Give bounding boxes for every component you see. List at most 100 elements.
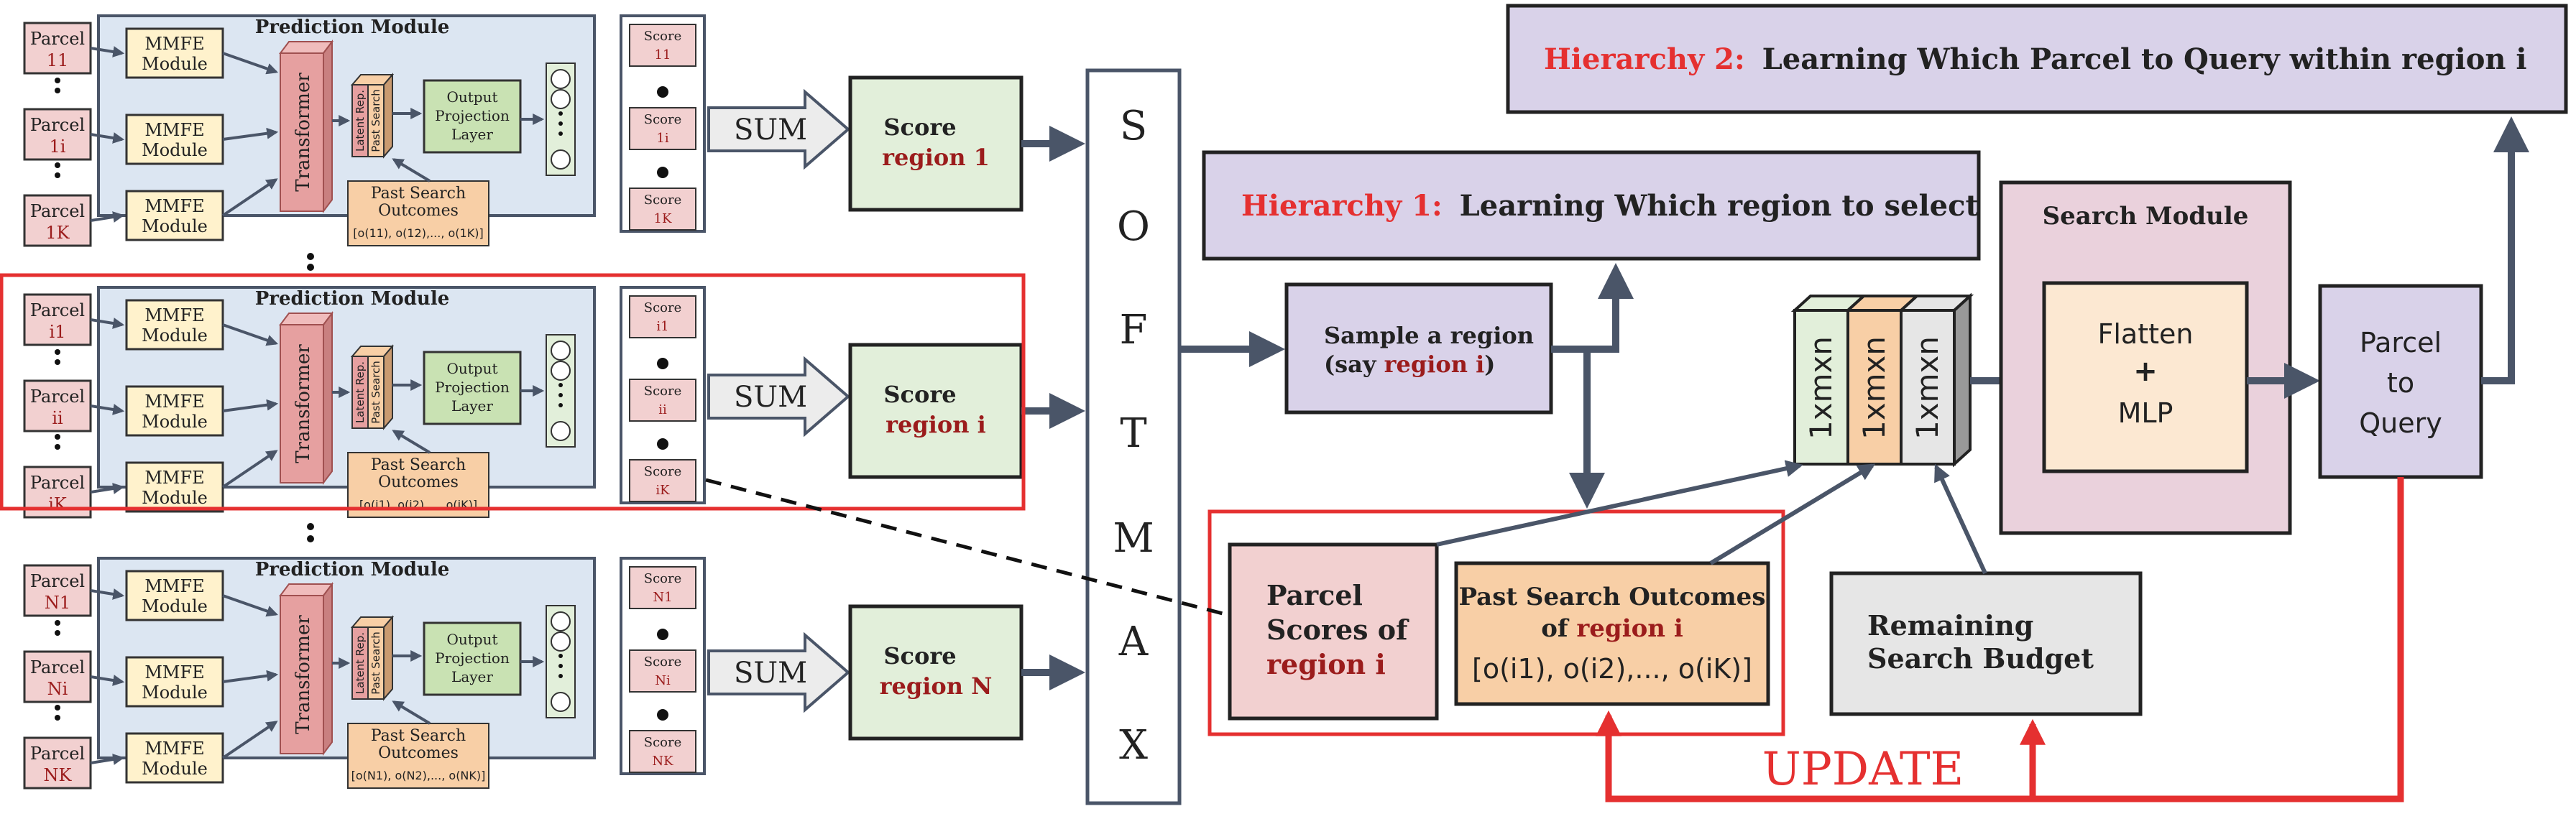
mmfe-label-line1: MMFE xyxy=(144,576,204,596)
hierarchy-1-prefix: Hierarchy 1: xyxy=(1241,189,1443,223)
past-outcomes-small-formula: [o(11), o(12),..., o(1K)] xyxy=(353,226,483,240)
remaining-budget-line1: Remaining xyxy=(1867,609,2033,642)
arrow-mmfe-to-transformer xyxy=(222,323,279,346)
score-box xyxy=(629,24,696,67)
past-outcomes-small-formula: [o(N1), o(N2),..., o(NK)] xyxy=(351,769,486,782)
transformer-side xyxy=(323,582,333,756)
latent-rep-label: Latent Rep. xyxy=(354,90,367,152)
output-neuron xyxy=(551,692,571,712)
mmfe-label-line1: MMFE xyxy=(144,662,204,682)
region-score-box xyxy=(848,604,1024,741)
past-outcomes-small-box xyxy=(347,180,489,246)
sample-region-line1: Sample a region xyxy=(1324,322,1534,349)
transformer-block xyxy=(280,595,324,754)
past-outcomes-small-line1: Past Search xyxy=(371,727,466,745)
prediction-module-group: Prediction ModuleParceli1ParceliiParceli… xyxy=(23,286,1085,519)
output-neuron xyxy=(551,421,571,441)
mmfe-label-line2: Module xyxy=(142,325,208,346)
search-module-box: Search Module Flatten + MLP xyxy=(1999,180,2292,535)
prediction-module-title: Prediction Module xyxy=(255,288,450,310)
past-outcomes-small-box xyxy=(347,723,489,789)
transformer-side xyxy=(323,311,333,485)
arrow-parcel-to-mmfe xyxy=(90,754,125,765)
score-index: i1 xyxy=(656,319,668,334)
score-box xyxy=(629,379,696,422)
parcel-ellipsis-dot xyxy=(55,359,60,365)
neuron-ellipsis-dot xyxy=(558,664,563,668)
cube-label-2: 1xmxn xyxy=(1857,336,1892,440)
parcel-label: Parcel xyxy=(30,387,85,407)
past-outcomes-small-box xyxy=(347,452,489,518)
arrow-outcomes-to-slab xyxy=(392,430,431,454)
past-search-label: Past Search xyxy=(369,89,382,152)
region-score-name: region 1 xyxy=(882,144,990,171)
score-label: Score xyxy=(644,464,682,479)
parcel-box xyxy=(23,736,92,790)
parcel-index: Ni xyxy=(47,679,68,699)
score-index: ii xyxy=(658,402,667,417)
parcel-label: Parcel xyxy=(30,115,85,135)
latent-slab-side xyxy=(383,73,393,159)
arrow-mmfe-to-transformer xyxy=(221,721,278,759)
neuron-ellipsis-dot xyxy=(558,393,563,397)
arrow-parcel-to-mmfe xyxy=(90,588,125,600)
remaining-budget-line2: Search Budget xyxy=(1867,642,2094,675)
past-outcomes-small-line1: Past Search xyxy=(371,456,466,474)
softmax-letter: M xyxy=(1113,515,1154,562)
score-box xyxy=(629,566,696,609)
sum-arrow xyxy=(707,631,851,713)
past-outcomes-small-line1: Past Search xyxy=(371,185,466,203)
score-box xyxy=(629,295,696,338)
arrow-mmfe-to-transformer xyxy=(222,52,279,75)
output-label-line3: Layer xyxy=(451,126,493,143)
region-score-box xyxy=(848,75,1024,212)
arrow-mmfe-to-transformer xyxy=(222,670,279,683)
score-box xyxy=(629,649,696,693)
sample-region-line2-region: region i xyxy=(1384,351,1485,378)
parcel-ellipsis-dot xyxy=(55,620,60,626)
search-module-line3: MLP xyxy=(2118,397,2174,429)
svg-text:Hierarchy 2: Learning Wh: Hierarchy 2: Learning Which Parcel to Qu… xyxy=(1544,42,2527,76)
cube-label-1: 1xmxn xyxy=(1803,336,1839,440)
dashed-link-scores xyxy=(705,478,1229,617)
parcel-to-query-box: Parcel to Query xyxy=(2318,284,2483,479)
parcel-scores-line2: Scores of xyxy=(1266,614,1409,646)
latent-rep-label: Latent Rep. xyxy=(354,632,367,694)
score-ellipsis-dot xyxy=(657,86,668,98)
past-outcomes-small-line2: Outcomes xyxy=(378,202,459,220)
cube-label-3: 1xmxn xyxy=(1910,336,1945,440)
softmax-letter: S xyxy=(1120,103,1147,149)
parcel-index: i1 xyxy=(50,322,66,342)
sample-region-line2-prefix: (say xyxy=(1324,351,1384,378)
parcel-label: Parcel xyxy=(30,201,85,221)
parcel-box xyxy=(23,108,92,161)
feature-cube: 1xmxn 1xmxn 1xmxn xyxy=(1790,292,1974,468)
parcel-label: Parcel xyxy=(30,473,85,493)
region-score-word: Score xyxy=(883,114,956,141)
mmfe-module xyxy=(125,570,224,621)
arrow-sample-to-hierarchy1 xyxy=(1551,263,1634,353)
score-ellipsis-dot xyxy=(657,358,668,369)
arrow-outcomes-to-slab xyxy=(392,158,431,182)
prediction-module-group: Prediction ModuleParcel11Parcel1iParcel1… xyxy=(23,14,1085,247)
mmfe-label-line1: MMFE xyxy=(144,305,204,325)
mmfe-label-line2: Module xyxy=(142,140,208,160)
output-label-line1: Output xyxy=(446,88,497,106)
mmfe-label-line1: MMFE xyxy=(144,739,204,759)
region-score-name: region N xyxy=(880,672,993,700)
softmax-letter: T xyxy=(1120,410,1146,457)
softmax-letter: O xyxy=(1117,203,1150,250)
parcel-label: Parcel xyxy=(30,571,85,591)
sample-region-box: Sample a region (say region i) xyxy=(1284,282,1553,415)
region-score-word: Score xyxy=(883,642,956,670)
arrow-scores-to-cube xyxy=(1436,460,1803,547)
score-index: NK xyxy=(652,754,673,769)
score-box xyxy=(629,459,696,502)
region-score-box xyxy=(848,343,1024,479)
score-index: 1i xyxy=(656,131,668,146)
parcel-ellipsis-dot xyxy=(55,630,60,636)
prediction-module-title: Prediction Module xyxy=(255,559,450,580)
arrow-parcel-to-mmfe xyxy=(90,318,125,329)
mmfe-label-line2: Module xyxy=(142,54,208,74)
output-neuron xyxy=(551,89,571,109)
